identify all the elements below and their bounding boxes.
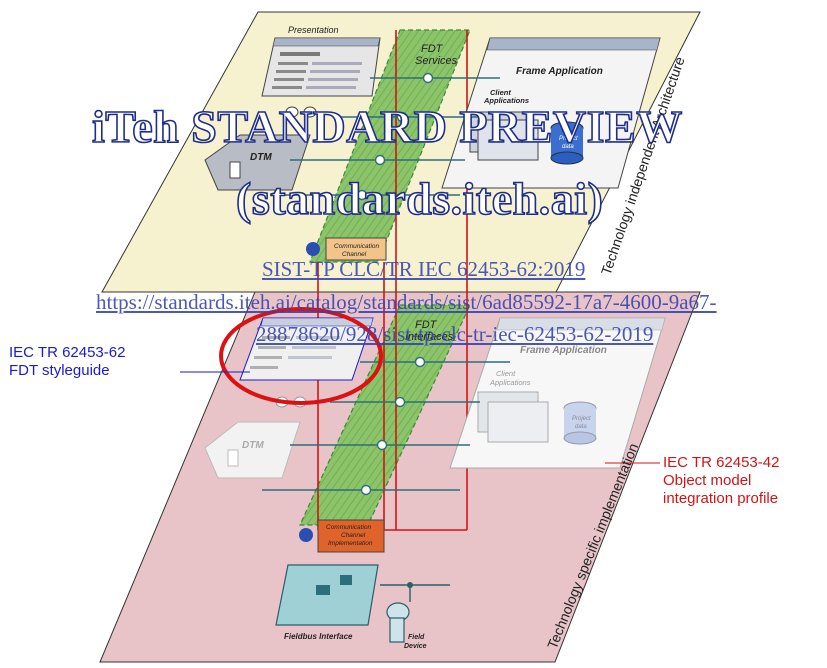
dtm-upper xyxy=(204,134,311,191)
client-apps-upper-1: Client xyxy=(490,88,511,97)
presentation-label: Presentation xyxy=(288,25,339,35)
project-data-lower-2: data xyxy=(575,424,587,430)
presentation-window-lower xyxy=(239,317,374,381)
comm-lower-2: Channel xyxy=(341,532,366,539)
dtm-upper-label: DTM xyxy=(250,152,272,163)
field-device xyxy=(386,602,410,643)
presentation-lamps xyxy=(285,106,317,118)
left-callout: IEC TR 62453-62 FDT styleguide xyxy=(9,344,125,380)
lower-connectors xyxy=(262,356,510,496)
fdt-interfaces-label-1: FDT xyxy=(415,319,438,331)
presentation-window xyxy=(261,37,381,97)
frame-app-lower xyxy=(449,317,666,469)
fieldbus-interface-label: Fieldbus Interface xyxy=(284,632,353,641)
watermark-subtitle: (standards.iteh.ai) xyxy=(235,172,604,225)
watermark-url-line1[interactable]: https://standards.iteh.ai/catalog/standa… xyxy=(96,290,717,314)
fdt-services-label-1: FDT xyxy=(421,43,444,55)
watermark-doc-id[interactable]: SIST-TP CLC/TR IEC 62453-62:2019 xyxy=(262,257,586,281)
fdt-services-label-2: Services xyxy=(415,55,458,67)
comm-lower-3: Implementation xyxy=(328,540,373,547)
left-callout-line1: IEC TR 62453-62 xyxy=(9,344,126,361)
field-device-label-2: Device xyxy=(404,643,427,650)
project-data-upper-2: data xyxy=(562,144,574,150)
styleguide-highlight xyxy=(219,307,383,405)
fdt-interfaces-label-2: Interfaces xyxy=(405,331,454,343)
comm-lower-1: Communication xyxy=(326,524,372,531)
left-callout-line2: FDT styleguide xyxy=(9,362,110,379)
comm-upper-1: Communication xyxy=(334,243,380,250)
frame-app-upper xyxy=(441,37,661,189)
client-apps-lower-1: Client xyxy=(496,369,516,378)
right-callout-line2: Object model xyxy=(663,472,752,489)
comm-channel-lower xyxy=(299,519,385,553)
client-apps-lower-2: Applications xyxy=(489,378,531,387)
dtm-lower xyxy=(204,421,301,479)
project-data-lower-1: Project xyxy=(572,416,591,422)
right-callout-line1: IEC TR 62453-42 xyxy=(663,454,780,471)
field-device-label-1: Field xyxy=(408,634,425,641)
right-callout: IEC TR 62453-42 Object model integration… xyxy=(663,454,779,508)
right-callout-line3: integration profile xyxy=(663,490,779,507)
client-apps-upper-2: Applications xyxy=(483,96,529,105)
comm-channel-upper xyxy=(306,237,387,261)
frame-app-lower-label: Frame Application xyxy=(520,345,607,356)
upper-connectors xyxy=(280,72,500,201)
fieldbus-card xyxy=(275,564,450,626)
comm-upper-2: Channel xyxy=(342,251,367,258)
fdt-services-band xyxy=(309,29,471,263)
dtm-lower-label: DTM xyxy=(242,440,264,451)
watermark-url-line2[interactable]: 28878620/928/sist-tp-clc-tr-iec-62453-62… xyxy=(256,322,654,346)
frame-app-upper-label: Frame Application xyxy=(516,66,603,77)
watermark-title: iTeh STANDARD PREVIEW xyxy=(91,100,683,153)
project-data-upper-1: Project xyxy=(559,136,578,142)
